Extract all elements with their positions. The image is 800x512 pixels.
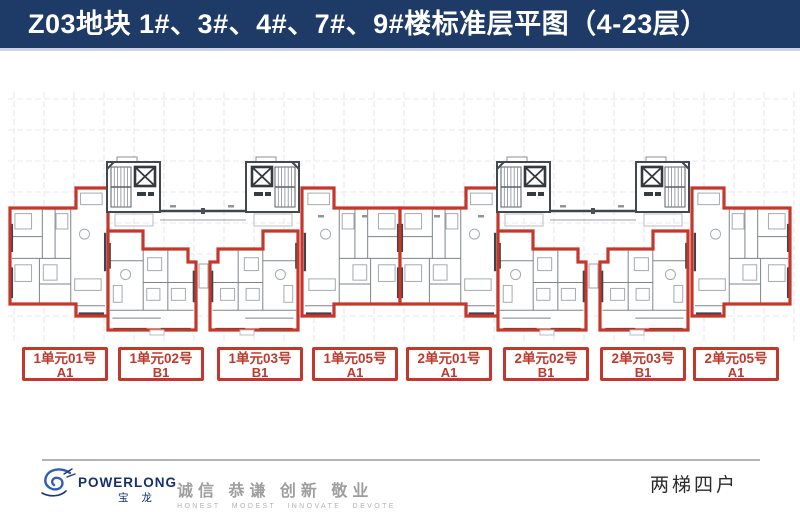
unit-label-1-02: 1单元02号 B1 xyxy=(118,347,204,381)
elevator-icon xyxy=(250,165,274,188)
stairs-icon xyxy=(274,166,296,208)
unit-outline-4 xyxy=(398,186,500,318)
unit-outline-6 xyxy=(598,229,690,332)
unit-outline-5 xyxy=(496,229,588,332)
unit-label-2-02: 2单元02号 B1 xyxy=(503,347,589,381)
stair-elevator-core xyxy=(245,156,300,227)
elevator-icon xyxy=(133,165,157,188)
brand-slogan: 诚信 恭谦 创新 敬业 HONEST MODEST INNOVATE DEVOT… xyxy=(177,477,396,510)
floor-plan xyxy=(8,92,795,344)
stair-elevator-core xyxy=(106,156,161,227)
stair-elevator-core xyxy=(635,156,690,227)
layout-note: 两梯四户 xyxy=(650,475,739,496)
slogan-cn: 诚信 恭谦 创新 敬业 xyxy=(177,483,374,500)
dragon-icon xyxy=(41,468,76,497)
brand-name-cn: 宝 龙 xyxy=(118,491,157,504)
unit-label-1-01: 1单元01号 A1 xyxy=(22,347,108,381)
stairs-icon xyxy=(664,166,686,208)
brand-name: POWERLONG xyxy=(78,475,177,490)
slide-header: Z03地块 1#、3#、4#、7#、9#楼标准层平图（4-23层） xyxy=(0,0,800,51)
page-title: Z03地块 1#、3#、4#、7#、9#楼标准层平图（4-23层） xyxy=(28,9,708,39)
unit-label-2-05: 2单元05号 A1 xyxy=(693,347,779,381)
unit-label-1-05: 1单元05号 A1 xyxy=(312,347,398,381)
unit-label-1-03: 1单元03号 B1 xyxy=(217,347,303,381)
unit-outline-1 xyxy=(106,229,198,332)
elevator-icon xyxy=(523,165,547,188)
slogan-en: HONEST MODEST INNOVATE DEVOTE xyxy=(177,503,396,510)
unit-label-2-01: 2单元01号 A1 xyxy=(406,347,492,381)
powerlong-logo: POWERLONG 宝 龙 xyxy=(41,468,177,504)
unit-label-2-03: 2单元03号 B1 xyxy=(600,347,686,381)
stair-elevator-core xyxy=(496,156,551,227)
footer-divider xyxy=(42,459,760,461)
elevator-icon xyxy=(640,165,664,188)
unit-outline-3 xyxy=(300,186,402,318)
stairs-icon xyxy=(110,166,132,208)
stairs-icon xyxy=(500,166,522,208)
unit-outline-0 xyxy=(8,186,110,318)
unit-outline-7 xyxy=(690,186,792,318)
